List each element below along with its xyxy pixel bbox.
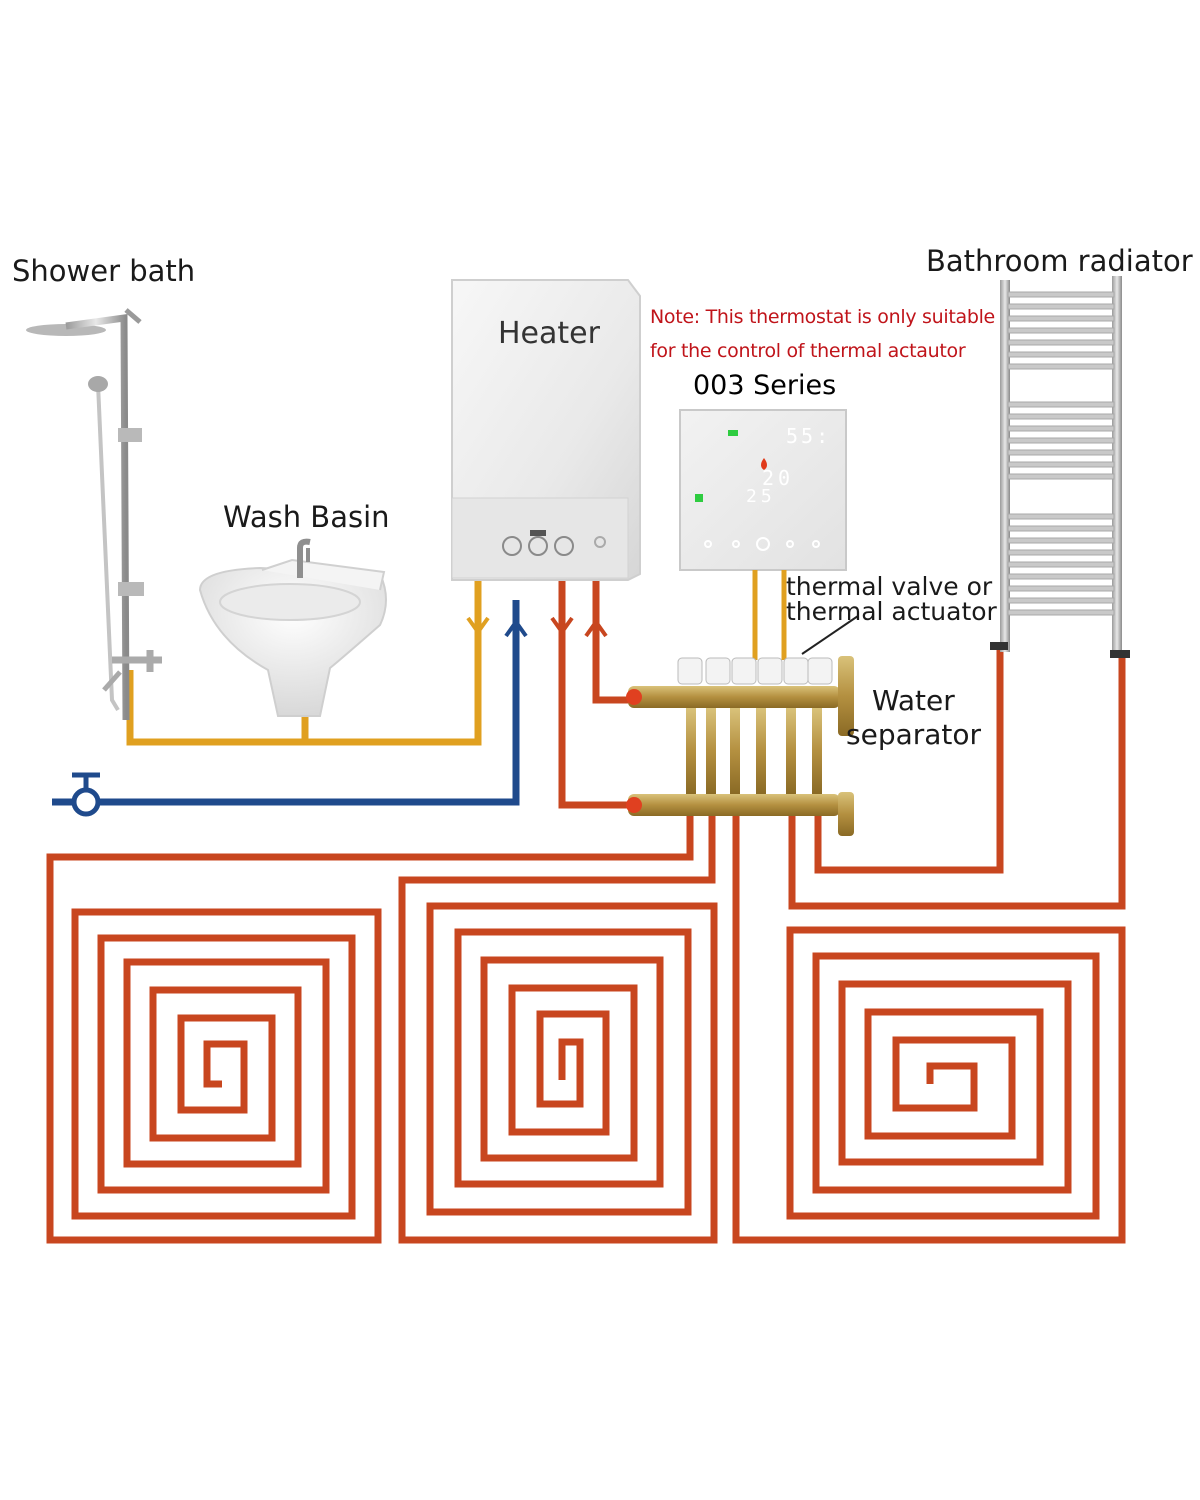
wash-basin-label: Wash Basin xyxy=(223,500,390,534)
manifold-icon xyxy=(626,656,854,836)
loop-right-feed xyxy=(732,800,1126,1244)
shower-icon xyxy=(26,308,162,721)
actuator-pointer-line xyxy=(801,615,859,655)
radiator-icon xyxy=(990,276,1130,658)
loop-middle-feed xyxy=(398,800,718,1244)
loop-right-return xyxy=(788,655,1126,910)
thermostat-icon xyxy=(679,409,847,571)
thermostat-set-temp: 25 xyxy=(746,486,776,507)
loop-radiator-return xyxy=(814,650,1004,874)
loop-left-feed xyxy=(46,800,694,1244)
heater-icon xyxy=(451,279,641,581)
separator-label-line-2: separator xyxy=(846,718,982,751)
flame-icon xyxy=(761,458,767,470)
cold-water-pipe xyxy=(52,600,520,806)
control-wires xyxy=(752,570,787,660)
series-label: 003 Series xyxy=(693,370,837,401)
main-valve-icon xyxy=(71,772,101,817)
thermostat-time: 55: xyxy=(786,424,832,448)
note-line-2: for the control of thermal actautor xyxy=(650,340,966,362)
shower-label: Shower bath xyxy=(12,254,196,288)
underfloor-heating-loops xyxy=(46,650,1126,1244)
valve-label-line-1: thermal valve or xyxy=(786,572,993,601)
valve-label-line-2: thermal actuator xyxy=(786,597,997,626)
wash-basin-icon xyxy=(198,538,387,717)
heater-label: Heater xyxy=(498,316,600,351)
flow-arrows xyxy=(466,616,608,638)
note-line-1: Note: This thermostat is only suitable xyxy=(650,306,995,328)
thermostat-temp: 20 xyxy=(762,466,795,490)
radiator-label: Bathroom radiator xyxy=(926,244,1193,278)
separator-label-line-1: Water xyxy=(872,684,955,717)
